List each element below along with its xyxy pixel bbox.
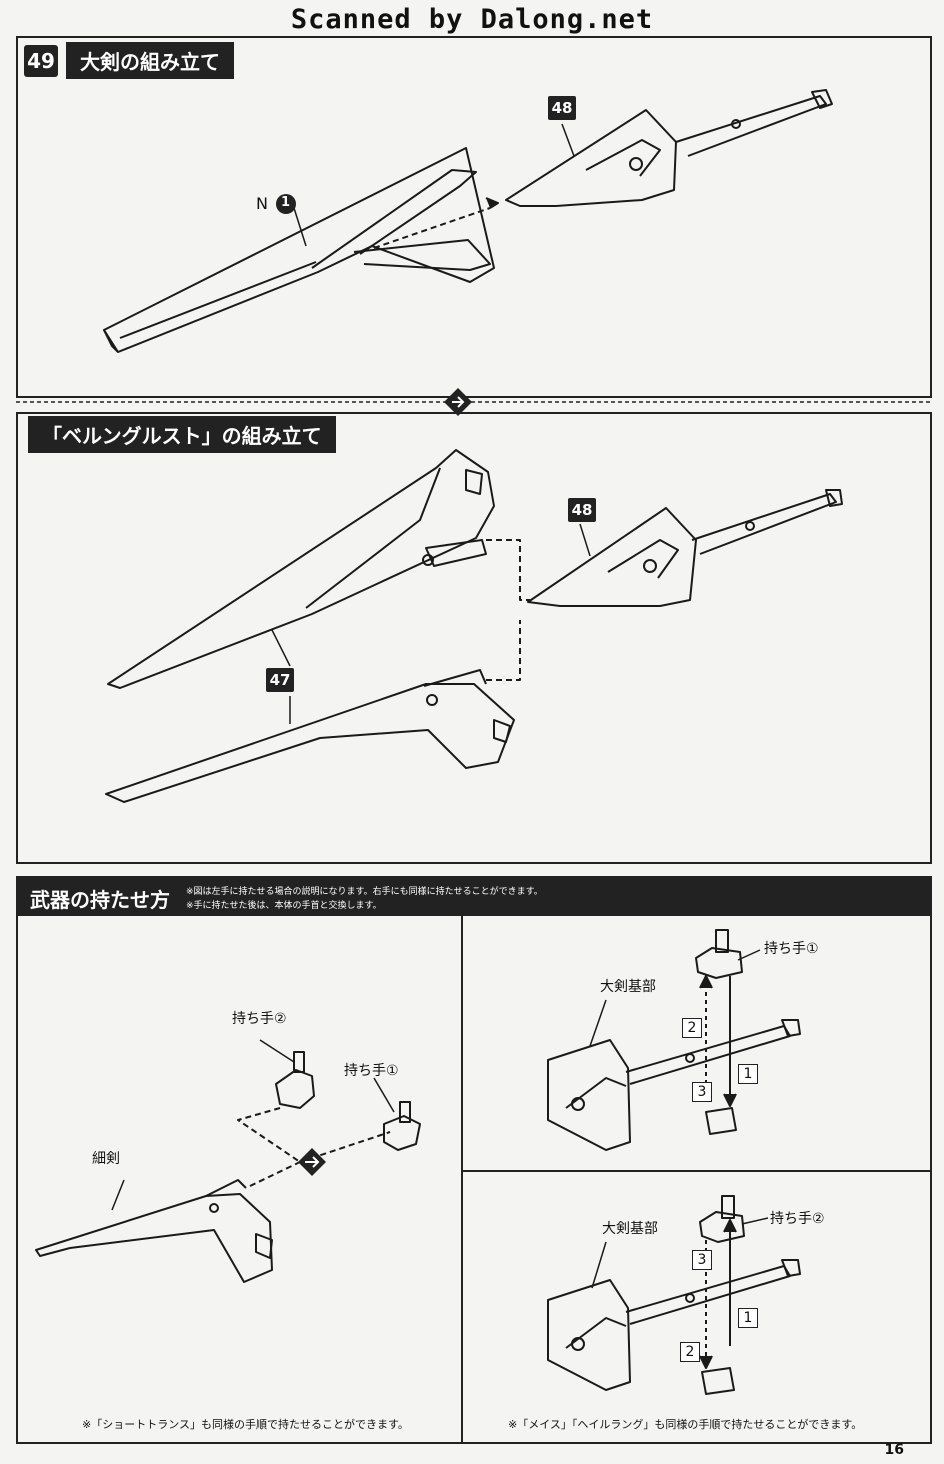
hand-grip-2-bottom-illustration bbox=[699, 1195, 769, 1243]
part-tag-47: 47 bbox=[266, 668, 294, 692]
dashed-connector-lower bbox=[486, 620, 521, 681]
section-49-frame bbox=[16, 36, 932, 398]
dashed-path-left bbox=[237, 1107, 391, 1163]
step-box-2-bottom: 2 bbox=[680, 1342, 700, 1362]
hand-grip-2-label: 持ち手② bbox=[232, 1011, 287, 1027]
right-panel-footnote: ※「メイス」「ヘイルラング」も同様の手順で持たせることができます。 bbox=[508, 1418, 863, 1431]
bellung-upper-blade-illustration bbox=[107, 449, 495, 689]
step-box-2-top: 2 bbox=[682, 1018, 702, 1038]
hand-grip-1-label: 持ち手① bbox=[344, 1063, 399, 1079]
base-label-top: 大剣基部 bbox=[600, 979, 656, 995]
page-number: 16 bbox=[884, 1442, 904, 1458]
section-49-title: 大剣の組み立て bbox=[66, 42, 234, 79]
callout-line-n1 bbox=[293, 207, 307, 247]
base-label-bottom: 大剣基部 bbox=[602, 1221, 658, 1237]
section-divider-icon bbox=[16, 388, 932, 416]
hand-grip-2-left-illustration bbox=[259, 1039, 315, 1109]
section-weapon-title: 武器の持たせ方 bbox=[30, 888, 170, 912]
part-number-circle bbox=[276, 194, 296, 214]
assembly-arrow-49 bbox=[373, 207, 491, 249]
section-bellung-header: 「ベルングルスト」の組み立て bbox=[28, 416, 336, 453]
part-tag-48-sec49: 48 bbox=[548, 96, 576, 120]
weapon-note-1: ※図は左手に持たせる場合の説明になります。右手にも同様に持たせることができます。 bbox=[186, 887, 543, 897]
part-label-n: N bbox=[256, 194, 268, 213]
grip-part-top bbox=[705, 1107, 737, 1135]
weapon-right-top-panel bbox=[461, 914, 932, 1172]
part-tag-48-bellung: 48 bbox=[568, 498, 596, 522]
step-box-3-top: 3 bbox=[692, 1082, 712, 1102]
great-sword-blade-illustration bbox=[103, 147, 495, 353]
hand-label-bottom: 持ち手② bbox=[770, 1211, 825, 1227]
step-box-1-top: 1 bbox=[738, 1064, 758, 1084]
step-box-3-bottom: 3 bbox=[692, 1250, 712, 1270]
part-circle-number: 1 bbox=[281, 195, 291, 210]
section-bellung-title: 「ベルングルスト」の組み立て bbox=[28, 416, 336, 453]
weapon-right-bottom-panel bbox=[461, 1170, 932, 1444]
step-number: 49 bbox=[24, 44, 58, 77]
weapon-note-2: ※手に持たせた後は、本体の手首と交換します。 bbox=[186, 901, 382, 911]
great-sword-base-top-illustration bbox=[547, 999, 801, 1151]
section-weapon-band bbox=[16, 876, 932, 914]
watermark-text: Scanned by Dalong.net bbox=[290, 4, 654, 35]
section-49-header: 49 大剣の組み立て bbox=[24, 42, 234, 79]
weapon-left-panel bbox=[16, 914, 463, 1444]
sword-hilt-48-illustration bbox=[505, 89, 833, 207]
hand-grip-1-left-illustration bbox=[373, 1077, 421, 1151]
section-weapon-header: 武器の持たせ方 bbox=[30, 884, 170, 913]
step-box-1-bottom: 1 bbox=[738, 1308, 758, 1328]
hand-grip-1-top-illustration bbox=[695, 929, 761, 979]
dashed-connector-upper bbox=[486, 539, 530, 601]
grip-part-bottom bbox=[701, 1367, 735, 1395]
thin-sword-illustration bbox=[35, 1179, 273, 1283]
hand-label-top: 持ち手① bbox=[764, 941, 819, 957]
bellung-lower-blade-illustration bbox=[105, 669, 515, 803]
section-bellung-frame bbox=[16, 412, 932, 864]
left-panel-footnote: ※「ショートトランス」も同様の手順で持たせることができます。 bbox=[82, 1418, 409, 1431]
bellung-hilt-48-illustration bbox=[527, 489, 843, 607]
thin-sword-label: 細剣 bbox=[92, 1151, 120, 1167]
diamond-arrow-icon bbox=[298, 1148, 326, 1176]
